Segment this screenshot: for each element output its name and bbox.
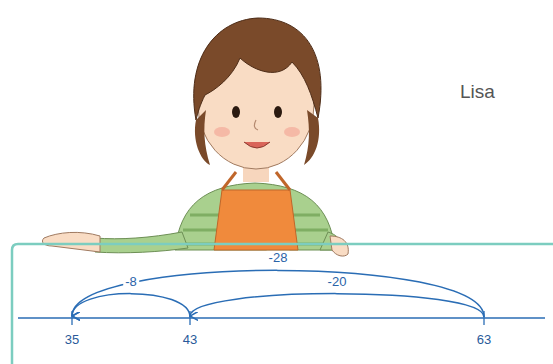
jump-label: -8 (123, 275, 139, 289)
girl-figure (42, 18, 348, 256)
jump-arcs (72, 270, 484, 317)
tick-number: 43 (181, 333, 199, 347)
tick-number: 35 (63, 333, 81, 347)
jump-label: -28 (267, 251, 290, 265)
number-line (18, 311, 545, 325)
jump-label: -20 (326, 275, 349, 289)
person-name: Lisa (458, 82, 497, 103)
tick-number: 63 (475, 333, 493, 347)
board-frame (12, 244, 553, 364)
